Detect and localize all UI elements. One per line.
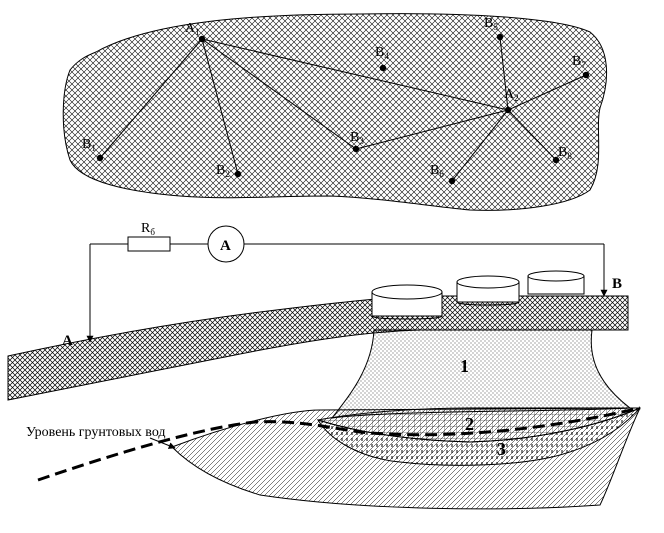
node-B3 — [352, 145, 360, 153]
node-A2 — [504, 106, 512, 114]
node-label-A1: A1 — [185, 21, 200, 37]
node-B2 — [234, 170, 242, 178]
node-B5 — [496, 33, 504, 41]
zone-2-label: 2 — [465, 414, 474, 434]
resistor-label: Rб — [141, 221, 155, 237]
plan-area — [62, 13, 608, 211]
node-B7 — [582, 71, 590, 79]
groundwater-label: Уровень грунтовых вод — [26, 425, 166, 440]
edge-A1-B2 — [201, 38, 239, 175]
edge-A2-B6 — [451, 109, 509, 182]
node-label-B3: B3 — [350, 130, 364, 146]
edge-A2-B8 — [507, 109, 557, 161]
node-B6 — [448, 177, 456, 185]
node-B8 — [552, 156, 560, 164]
zone-1-dotted — [330, 329, 632, 419]
edge-A1-A2 — [201, 38, 509, 111]
node-label-B4: B4 — [375, 45, 389, 61]
node-label-B6: B6 — [430, 163, 444, 179]
node-label-B8: B8 — [558, 145, 572, 161]
node-B4 — [379, 64, 387, 72]
edge-A2-B5 — [499, 36, 509, 111]
container-1 — [371, 284, 443, 320]
node-label-A2: A2 — [504, 87, 519, 103]
groundwater-line — [37, 406, 641, 482]
ammeter-label: A — [220, 238, 231, 254]
point-b-label: B — [612, 276, 622, 292]
zone-3-label: 3 — [497, 439, 506, 459]
network-edges — [99, 36, 587, 182]
point-a-label: A — [62, 333, 73, 349]
node-label-B2: B2 — [216, 163, 230, 179]
surface-layer — [7, 295, 629, 401]
edge-A2-B7 — [507, 74, 587, 111]
node-A1 — [198, 35, 206, 43]
node-B1 — [96, 154, 104, 162]
node-label-B5: B5 — [484, 16, 498, 32]
groundwater-pointer — [149, 437, 176, 449]
measurement-circuit — [86, 225, 608, 343]
edge-A1-B3 — [201, 38, 357, 150]
edge-A2-B3 — [355, 109, 509, 150]
edge-A1-B1 — [99, 38, 203, 159]
zone-1-label: 1 — [460, 356, 469, 376]
container-3 — [527, 270, 585, 295]
container-2 — [456, 275, 520, 306]
resistor — [127, 236, 171, 252]
node-label-B1: B1 — [82, 137, 96, 153]
cross-section: Rб A A B 1 2 3 Уровень грунтовых вод — [7, 221, 641, 510]
node-label-B7: B7 — [572, 54, 586, 70]
